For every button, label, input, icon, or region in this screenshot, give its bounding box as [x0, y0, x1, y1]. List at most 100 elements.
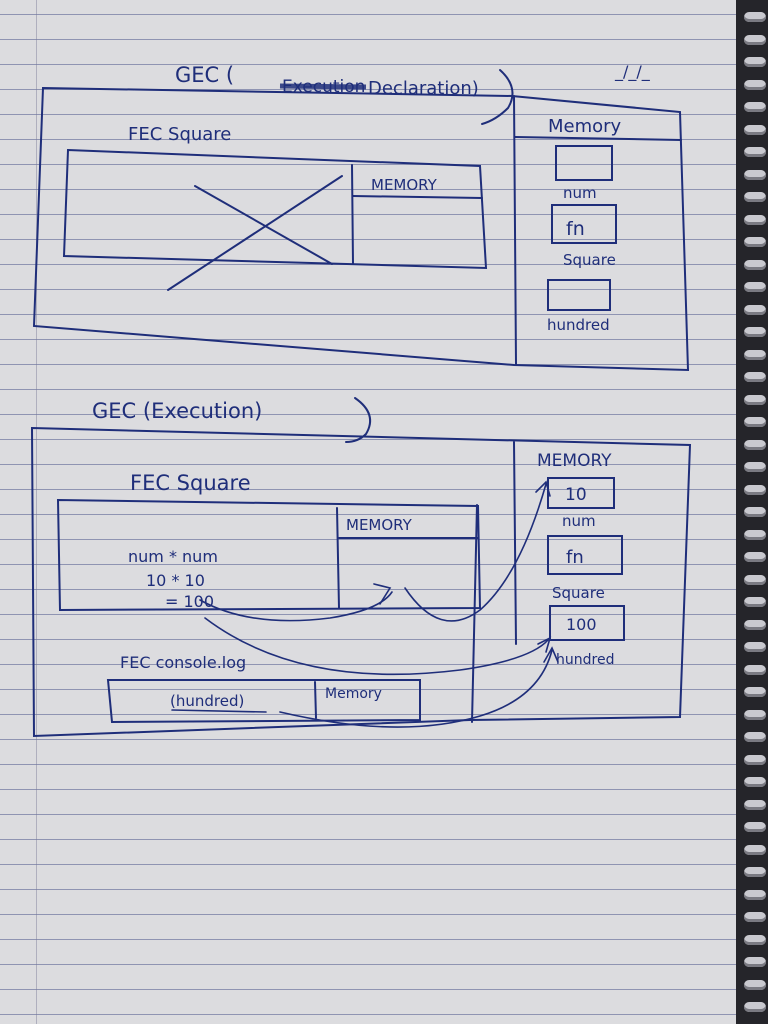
console-memory-divider — [314, 681, 317, 719]
exec-slot-square-name: Square — [552, 584, 605, 602]
title-bracket — [481, 69, 514, 125]
fec-exec-memory-label: MEMORY — [346, 516, 413, 534]
spiral-coil — [744, 1002, 766, 1012]
spiral-coil — [744, 867, 766, 877]
console-arg: (hundred) — [170, 692, 244, 710]
exec-slot-hundred-value: 100 — [566, 615, 597, 634]
spiral-coil — [744, 934, 766, 945]
spiral-coil — [744, 889, 766, 900]
spiral-coil — [744, 709, 766, 720]
spiral-coil — [744, 394, 766, 405]
gec-memory-label: Memory — [548, 116, 622, 137]
fec-memory-header-line — [352, 195, 483, 199]
spiral-coil — [744, 192, 766, 202]
spiral-coil — [744, 214, 766, 225]
memory-slot-hundred — [547, 279, 611, 311]
cross-out-mark-a — [194, 185, 333, 265]
spiral-coil — [744, 912, 766, 922]
notebook-page — [0, 0, 738, 1024]
spiral-coil — [744, 169, 766, 180]
spiral-coil — [744, 574, 766, 585]
fec-exec-label: FEC Square — [130, 471, 251, 495]
spiral-coil — [744, 844, 766, 855]
memory-slot-square — [551, 204, 617, 244]
arrow-result-head — [537, 636, 552, 653]
execution-title: GEC (Execution) — [92, 399, 262, 423]
spiral-coil — [744, 34, 766, 45]
gec-memory-divider — [513, 95, 517, 365]
spiral-coil — [744, 822, 766, 832]
spiral-coil — [744, 372, 766, 382]
arrow-console-to-hundred — [279, 649, 553, 728]
declaration-section: GEC ( Execution Declaration) Memory FEC … — [32, 63, 690, 372]
fec-memory-label: MEMORY — [371, 176, 438, 194]
exec-slot-num-name: num — [562, 512, 596, 530]
memory-slot-num — [555, 145, 613, 181]
execution-title-bracket — [345, 397, 372, 443]
declaration-title-start: GEC ( — [175, 63, 234, 87]
arrow-result-to-hundred — [204, 617, 549, 676]
console-arg-underline — [171, 709, 267, 713]
spiral-coil — [744, 687, 766, 697]
fec-exec-memory-divider — [336, 507, 340, 609]
spiral-coil — [744, 732, 766, 742]
code-line-1: num * num — [128, 547, 218, 566]
date-field: _/_/_ — [614, 62, 651, 82]
spiral-coil — [744, 642, 766, 652]
gec-memory-header-line — [514, 136, 682, 141]
spiral-coil — [744, 619, 766, 630]
spiral-coil — [744, 664, 766, 675]
memory-slot-square-value: fn — [566, 218, 585, 240]
exec-slot-hundred-name: hundred — [556, 652, 614, 668]
gec-declaration-box — [32, 86, 690, 372]
fec-exec-box — [56, 498, 482, 612]
fec-square-box — [62, 148, 488, 270]
spiral-coil — [744, 462, 766, 472]
memory-slot-num-name: num — [563, 184, 597, 202]
spiral-coil — [744, 777, 766, 787]
memory-slot-hundred-name: hundred — [547, 316, 610, 334]
console-fec-box — [106, 679, 421, 724]
fec-memory-divider — [351, 164, 354, 265]
exec-slot-num-value: 10 — [565, 485, 587, 505]
spiral-coil — [744, 147, 766, 157]
spiral-coil — [744, 417, 766, 427]
memory-slot-square-name: Square — [563, 251, 616, 269]
spiral-coil — [744, 259, 766, 270]
margin-line — [36, 0, 37, 1024]
gec-exec-memory-label: MEMORY — [537, 451, 612, 471]
spiral-coil — [744, 484, 766, 495]
execution-section: GEC (Execution) MEMORY FEC Square MEMORY… — [30, 397, 692, 738]
strikethrough-mark — [279, 83, 367, 90]
exec-slot-num — [547, 477, 615, 509]
code-line-2: 10 * 10 — [146, 571, 205, 590]
arrow-num-head — [535, 480, 551, 497]
spiral-coil — [744, 282, 766, 292]
spiral-coil — [744, 349, 766, 360]
arrow-console-head — [543, 646, 559, 663]
exec-slot-square-value: fn — [566, 547, 584, 568]
arrow-square-head — [373, 583, 392, 605]
spiral-coil — [744, 979, 766, 990]
gec-execution-box — [30, 426, 692, 738]
cross-out-mark-b — [167, 175, 343, 291]
spiral-coil — [744, 304, 766, 315]
spiral-coil — [744, 57, 766, 67]
spiral-coil — [744, 79, 766, 90]
console-memory-label: Memory — [325, 686, 382, 702]
spiral-binding — [736, 0, 768, 1024]
fec-square-label: FEC Square — [128, 124, 231, 145]
spiral-coil — [744, 799, 766, 810]
arrow-square-to-memory — [199, 591, 393, 622]
exec-slot-square — [547, 535, 623, 575]
spiral-coil — [744, 12, 766, 22]
spiral-coil — [744, 957, 766, 967]
spiral-coil — [744, 124, 766, 135]
console-fec-label: FEC console.log — [120, 653, 246, 672]
arrow-num-to-memory — [404, 483, 547, 622]
spiral-coil — [744, 237, 766, 247]
spiral-coil — [744, 529, 766, 540]
spiral-coil — [744, 754, 766, 765]
spiral-coil — [744, 102, 766, 112]
